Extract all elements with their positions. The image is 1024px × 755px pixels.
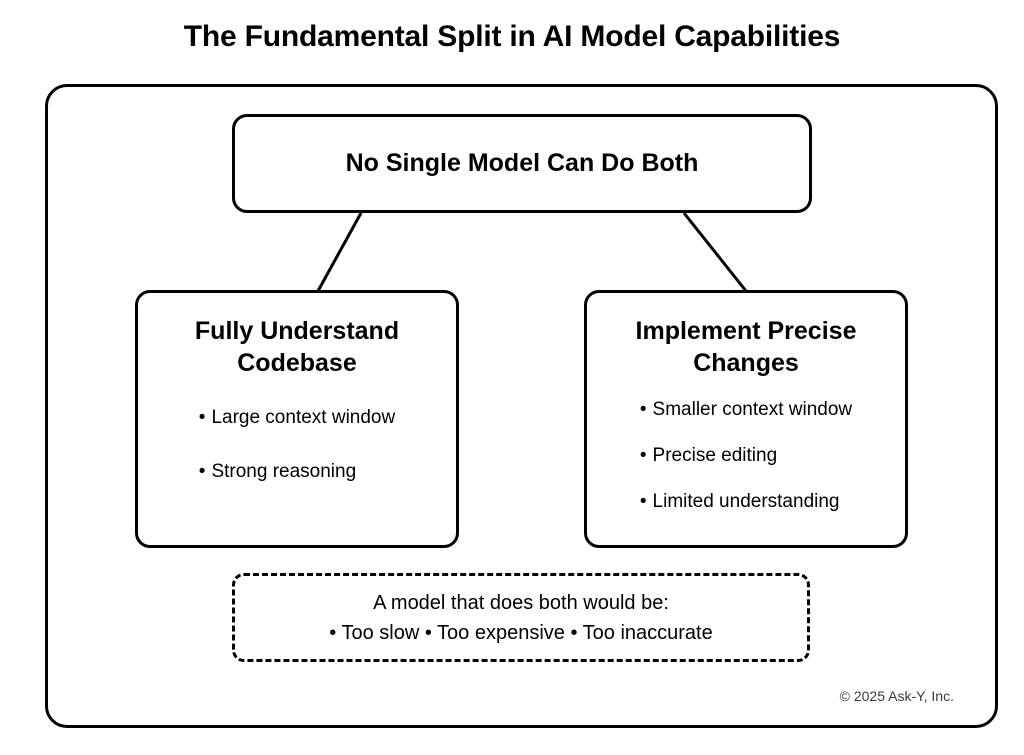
- note-callout: A model that does both would be: • Too s…: [232, 573, 810, 662]
- list-item: •Smaller context window: [640, 399, 852, 422]
- page-title: The Fundamental Split in AI Model Capabi…: [183, 20, 841, 53]
- list-item-label: Large context window: [211, 407, 396, 428]
- note-line-primary: A model that does both would be:: [373, 591, 669, 614]
- list-item-label: Smaller context window: [652, 399, 853, 420]
- node-branch-right-title: Implement Precise Changes: [635, 317, 857, 377]
- bullet-icon: •: [639, 399, 647, 420]
- list-item: •Large context window: [199, 407, 395, 430]
- node-root[interactable]: No Single Model Can Do Both: [232, 114, 812, 213]
- list-item-label: Precise editing: [652, 444, 778, 466]
- bullet-icon: •: [198, 460, 206, 482]
- node-branch-left-bullets: •Large context window •Strong reasoning: [199, 407, 395, 515]
- bullet-icon: •: [639, 490, 647, 512]
- bullet-icon: •: [198, 407, 206, 428]
- node-branch-right-bullets: •Smaller context window •Precise editing…: [640, 399, 852, 536]
- list-item-label: Strong reasoning: [211, 460, 357, 482]
- bullet-icon: •: [639, 444, 647, 466]
- node-branch-left-title: Fully Understand Codebase: [194, 317, 400, 377]
- note-line-secondary: • Too slow • Too expensive • Too inaccur…: [329, 621, 713, 644]
- list-item-label: Limited understanding: [652, 490, 840, 512]
- list-item: •Precise editing: [640, 445, 852, 468]
- list-item: •Limited understanding: [640, 491, 852, 514]
- copyright-notice: © 2025 Ask-Y, Inc.: [839, 688, 954, 704]
- node-branch-left[interactable]: Fully Understand Codebase •Large context…: [135, 290, 459, 548]
- node-branch-right[interactable]: Implement Precise Changes •Smaller conte…: [584, 290, 908, 548]
- node-root-title: No Single Model Can Do Both: [345, 149, 699, 178]
- list-item: •Strong reasoning: [199, 461, 395, 484]
